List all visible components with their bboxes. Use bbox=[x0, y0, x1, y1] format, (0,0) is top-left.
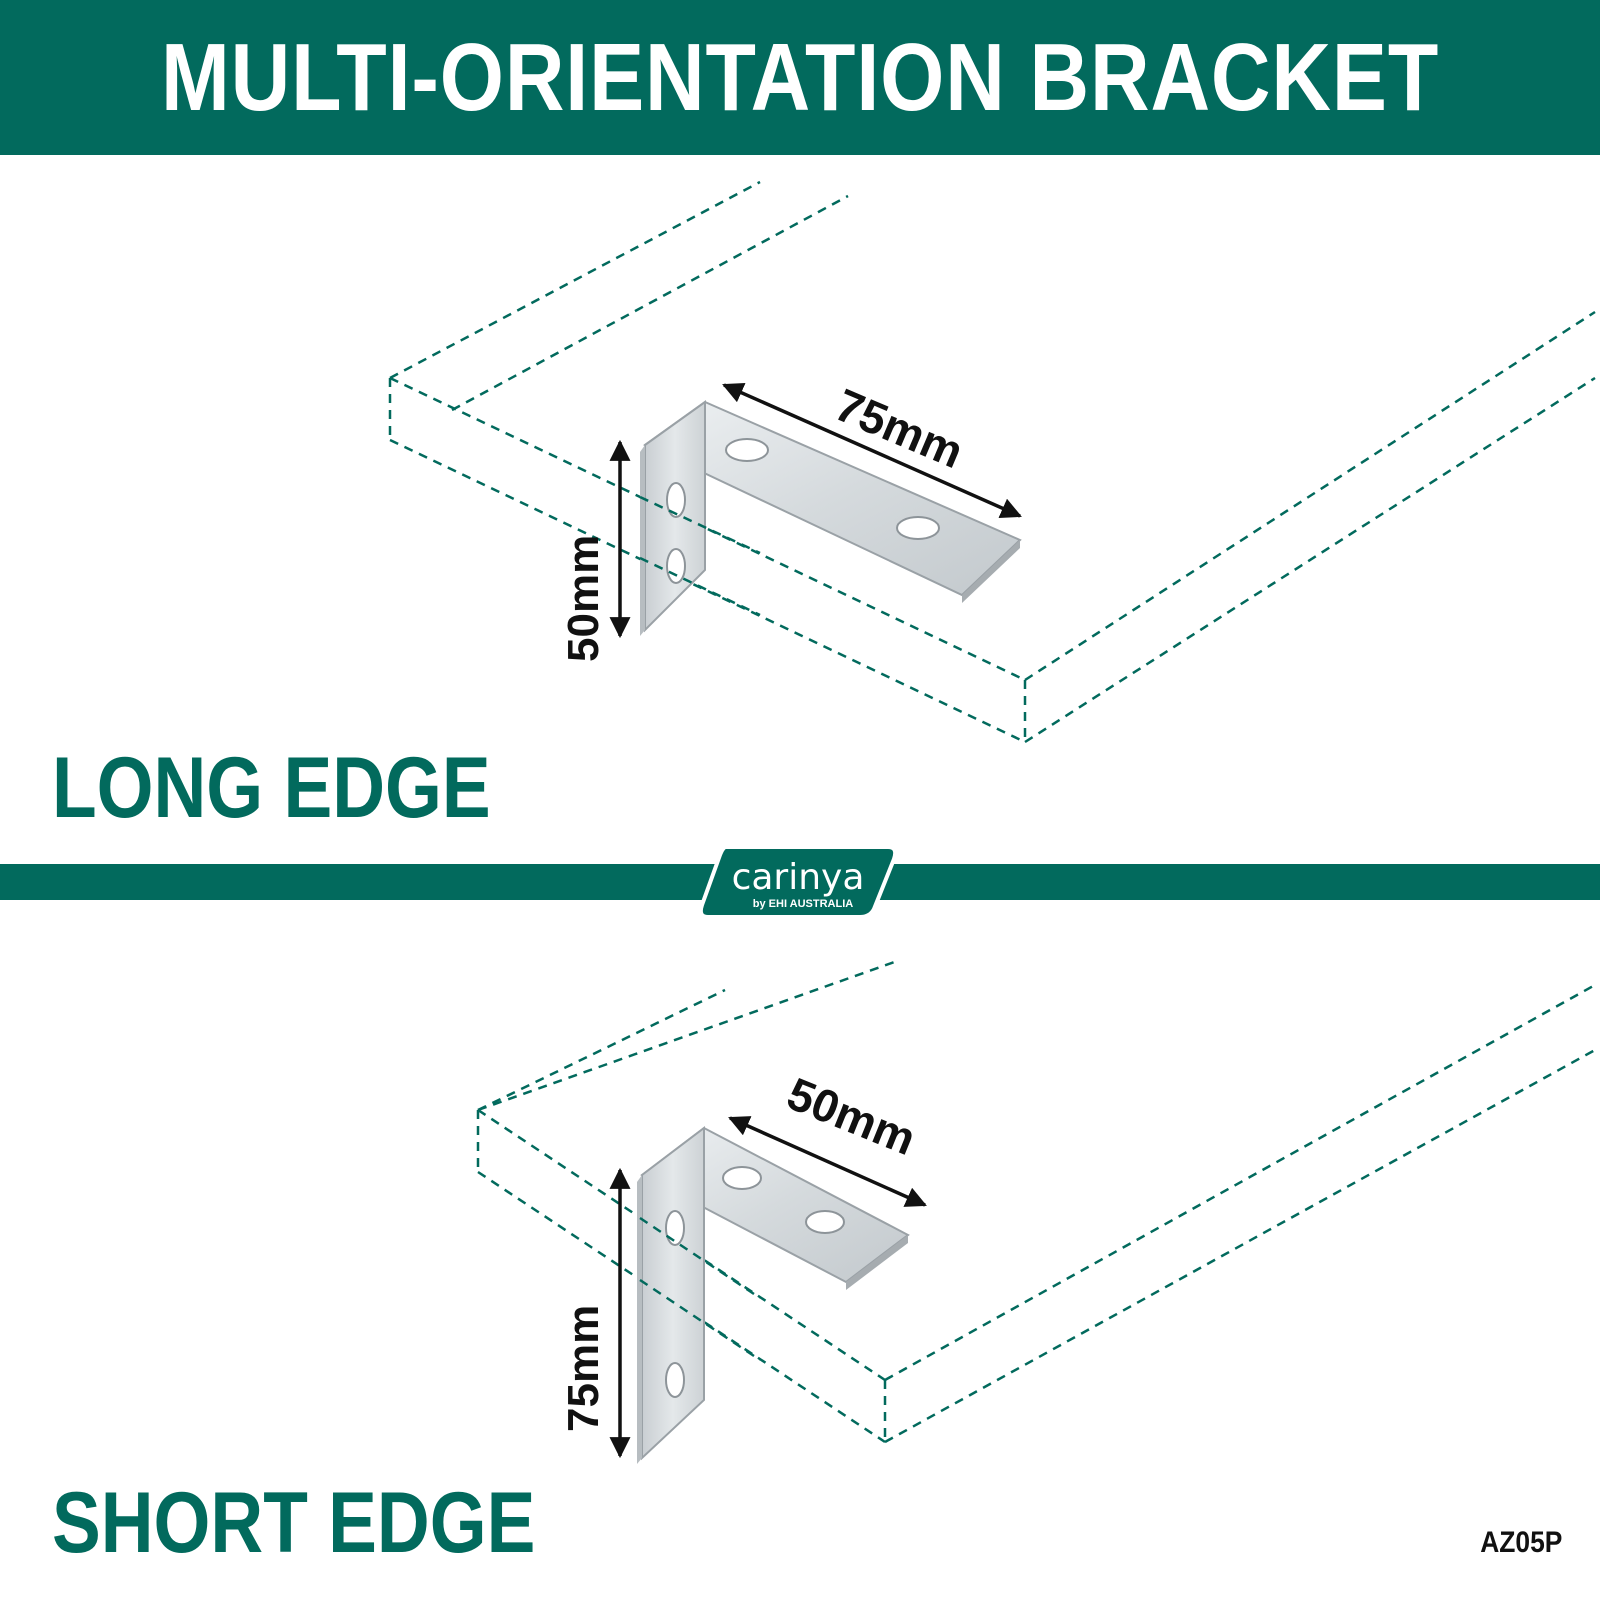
short-edge-vertical-dimension: 75mm bbox=[559, 1305, 608, 1432]
title-banner: MULTI-ORIENTATION BRACKET bbox=[0, 0, 1600, 155]
page-title: MULTI-ORIENTATION BRACKET bbox=[160, 23, 1440, 131]
long-edge-label: LONG EDGE bbox=[52, 740, 491, 836]
long-edge-vertical-dimension: 50mm bbox=[559, 535, 608, 662]
brand-name: carinya bbox=[732, 857, 865, 898]
carinya-logo: carinya by EHI AUSTRALIA bbox=[698, 845, 898, 919]
brand-tagline: by EHI AUSTRALIA bbox=[753, 898, 853, 910]
product-code: AZ05P bbox=[1479, 1526, 1562, 1559]
long-edge-horizontal-arrow bbox=[722, 383, 1022, 518]
short-edge-horizontal-arrow bbox=[728, 1116, 927, 1207]
short-edge-label: SHORT EDGE bbox=[52, 1475, 536, 1571]
long-edge-board-outline bbox=[388, 180, 1596, 744]
